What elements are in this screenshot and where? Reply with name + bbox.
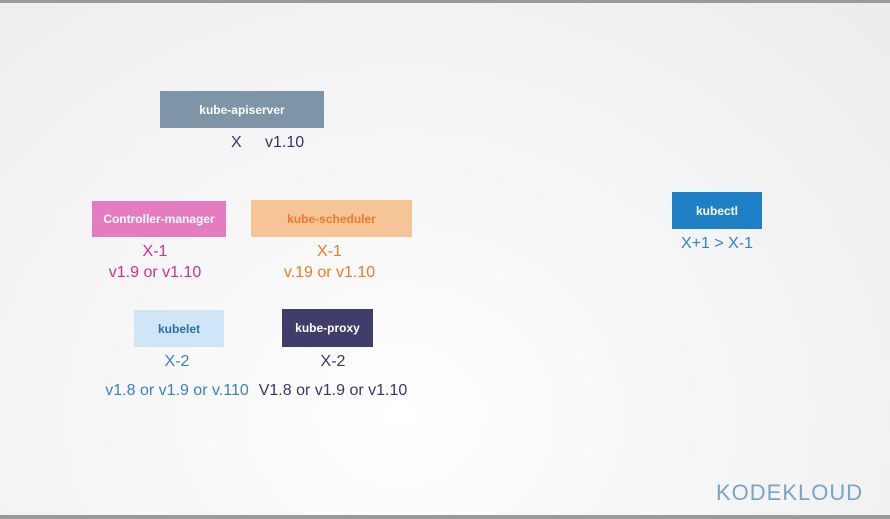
kubectl-relation: X+1 > X-1	[680, 235, 754, 252]
kube-proxy-versions: V1.8 or v1.9 or v1.10	[258, 382, 408, 399]
controller-manager-box: Controller-manager	[92, 201, 226, 237]
kubectl-box: kubectl	[672, 192, 762, 229]
kube-apiserver-box: kube-apiserver	[160, 91, 324, 128]
kubelet-versions: v1.8 or v1.9 or v.110	[105, 382, 249, 399]
kube-scheduler-versions: v.19 or v1.10	[283, 264, 376, 281]
controller-manager-versions: v1.9 or v1.10	[108, 264, 202, 281]
kube-scheduler-box: kube-scheduler	[251, 200, 412, 237]
kube-proxy-relation: X-2	[320, 353, 346, 370]
bottom-border	[0, 515, 890, 519]
top-border	[0, 0, 890, 3]
apiserver-relation: X	[231, 134, 242, 151]
apiserver-version: v1.10	[265, 134, 305, 151]
kube-scheduler-relation: X-1	[317, 243, 342, 260]
kube-proxy-box: kube-proxy	[282, 309, 373, 347]
kubelet-relation: X-2	[164, 353, 190, 370]
kodekloud-logo: KODEKLOUD	[716, 480, 864, 505]
kubelet-box: kubelet	[134, 310, 224, 347]
controller-manager-relation: X-1	[142, 243, 168, 260]
